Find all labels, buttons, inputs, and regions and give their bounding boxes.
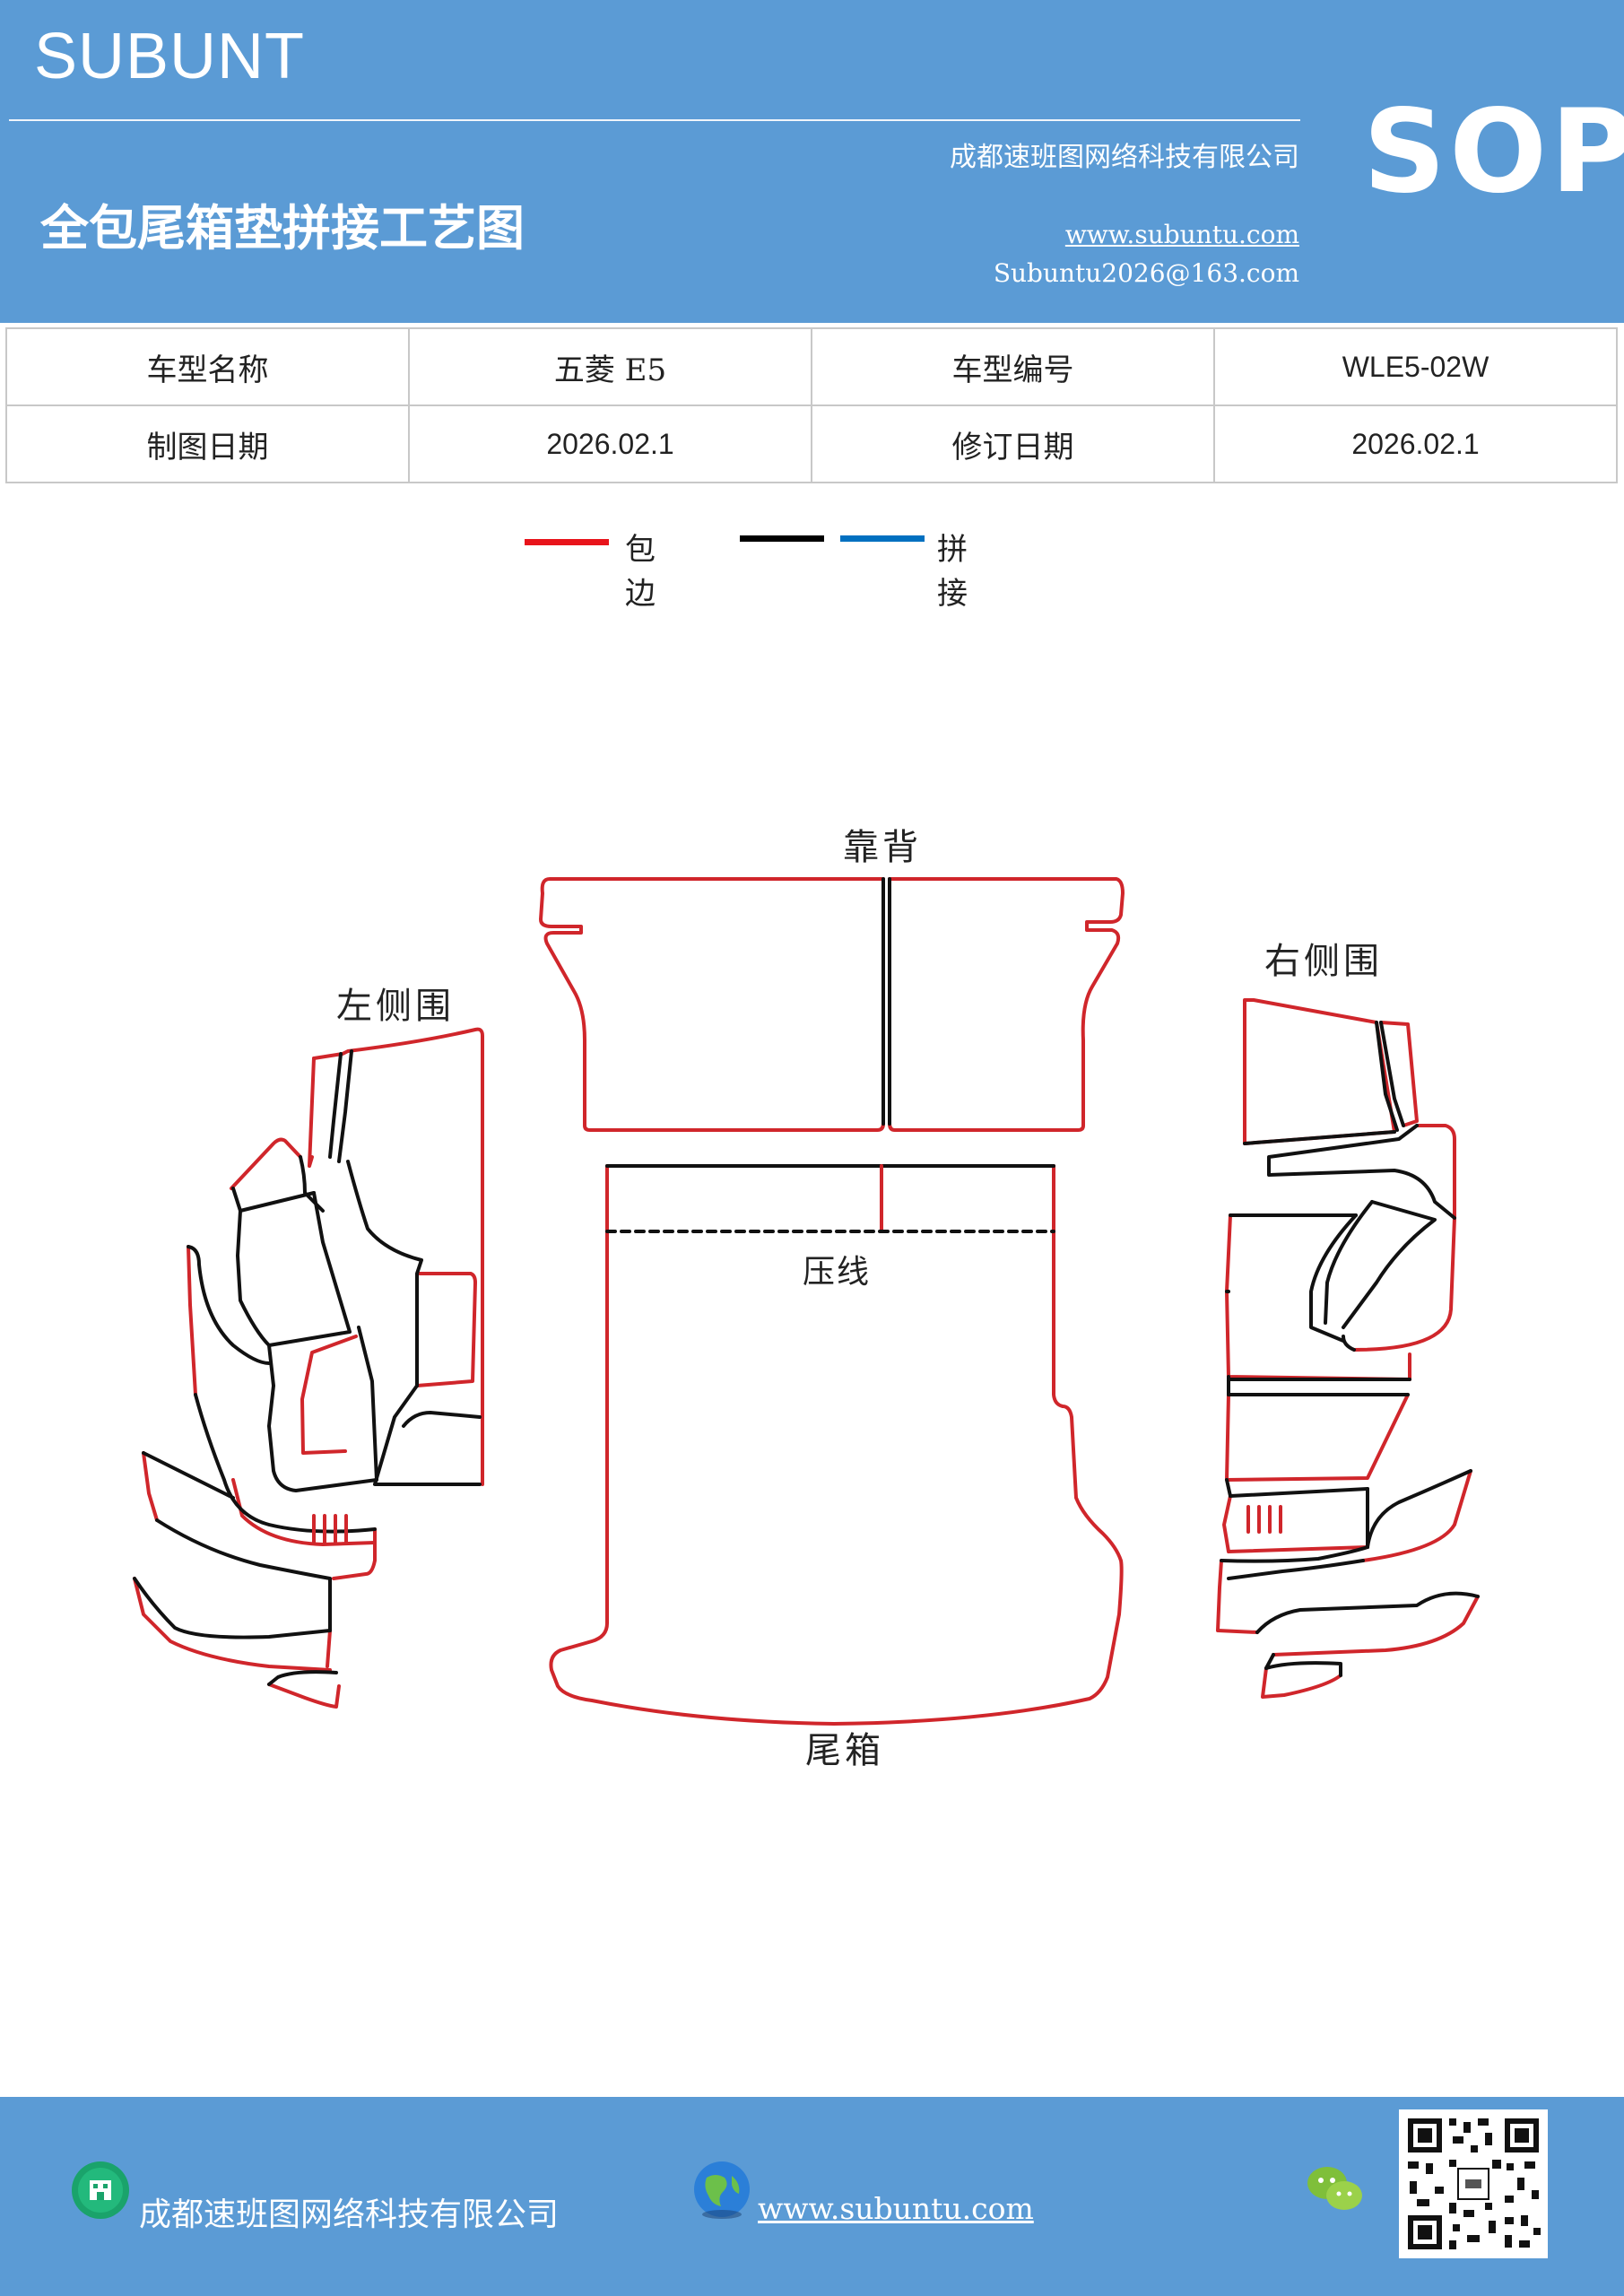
table-cell: 五菱 E5 <box>408 327 812 406</box>
document-title: 全包尾箱垫拼接工艺图 <box>40 199 525 257</box>
table-row: 车型名称 五菱 E5 车型编号 WLE5-02W <box>5 327 1618 406</box>
table-cell: 车型编号 <box>811 327 1215 406</box>
sop-badge: SOP <box>1363 85 1624 219</box>
backrest-left-panel <box>539 877 885 1132</box>
table-cell: 修订日期 <box>811 404 1215 483</box>
table-cell: WLE5-02W <box>1213 327 1618 406</box>
legend-label-edge: 包边 <box>625 532 656 612</box>
email-address[interactable]: Subuntu2026@163.com <box>993 258 1299 288</box>
label-left-side: 左侧围 <box>336 986 455 1027</box>
table-cell: 车型名称 <box>5 327 410 406</box>
label-backrest: 靠背 <box>843 827 922 868</box>
legend-swatch-edge <box>525 539 609 545</box>
label-crease: 压线 <box>803 1254 871 1291</box>
footer-company: 成都速班图网络科技有限公司 <box>139 2196 560 2233</box>
qr-code-image <box>1399 2109 1548 2258</box>
table-cell: 2026.02.1 <box>408 404 812 483</box>
wechat-icon[interactable] <box>1305 2163 1366 2215</box>
label-right-side: 右侧围 <box>1264 941 1383 982</box>
company-name: 成都速班图网络科技有限公司 <box>950 142 1299 173</box>
left-side-panel <box>133 1027 484 1709</box>
footer-website-link[interactable]: www.subuntu.com <box>758 2191 1034 2226</box>
legend-label-seam: 拼接 <box>937 532 968 612</box>
backrest-right-panel <box>888 877 1125 1132</box>
brand-name: SUBUNT <box>34 21 306 92</box>
table-cell: 制图日期 <box>5 404 410 483</box>
building-icon <box>72 2161 129 2219</box>
legend-swatch-seam <box>840 535 925 542</box>
globe-icon <box>694 2161 750 2219</box>
table-cell: 2026.02.1 <box>1213 404 1618 483</box>
website-link[interactable]: www.subuntu.com <box>1064 220 1299 249</box>
trunk-floor-panel <box>549 1164 1124 1726</box>
legend-swatch-black <box>740 535 824 542</box>
header-banner <box>0 0 1624 323</box>
header-divider <box>9 119 1300 121</box>
label-trunk: 尾箱 <box>805 1730 884 1771</box>
right-side-panel <box>1216 998 1480 1699</box>
vehicle-info-table: 车型名称 五菱 E5 车型编号 WLE5-02W 制图日期 2026.02.1 … <box>5 327 1618 483</box>
table-row: 制图日期 2026.02.1 修订日期 2026.02.1 <box>5 404 1618 483</box>
